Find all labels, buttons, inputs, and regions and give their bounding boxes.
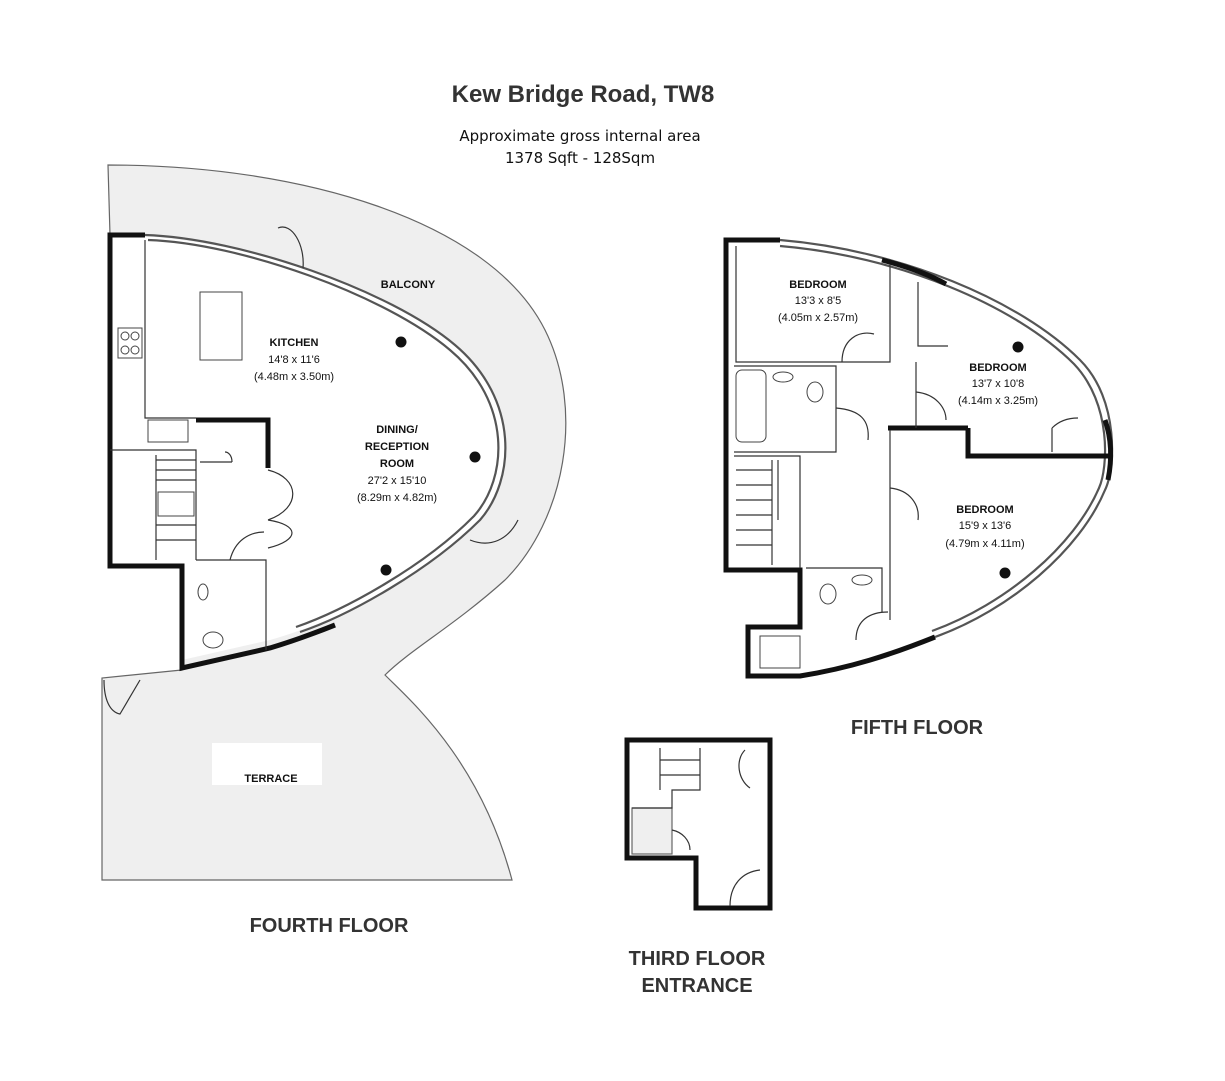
bedroom1-metric: (4.05m x 2.57m) [778, 312, 858, 324]
area-line-2: 1378 Sqft - 128Sqm [505, 149, 655, 167]
bedroom2-label: BEDROOM [969, 362, 1026, 374]
third-floor-walls [624, 737, 773, 911]
bedroom2-metric: (4.14m x 3.25m) [958, 395, 1038, 407]
fifth-floor-window-wall [779, 238, 1114, 639]
double-door [267, 469, 294, 549]
dining-label-3: ROOM [380, 458, 414, 470]
wardrobe-wall [917, 282, 948, 347]
bathroom-toilet [806, 381, 824, 403]
kitchen-sink [147, 419, 189, 443]
wc-toilet [202, 631, 224, 649]
third-floor-label-1: THIRD FLOOR [629, 948, 766, 970]
fourth-floor-plan: BALCONY KITCHEN 14'8 x 11'6 (4.48m x 3.5… [101, 164, 567, 937]
dining-imperial: 27'2 x 15'10 [368, 475, 427, 487]
ensuite-toilet [819, 583, 837, 605]
balcony-label: BALCONY [381, 279, 436, 291]
fourth-floor-walls [107, 232, 336, 672]
dining-metric: (8.29m x 4.82m) [357, 492, 437, 504]
balcony-door-1 [277, 226, 304, 269]
kitchen-counter [144, 240, 196, 419]
fifth-floor-stairs [736, 460, 779, 565]
bedroom3-imperial: 15'9 x 13'6 [959, 520, 1012, 532]
column-3 [380, 564, 392, 576]
bathtub [735, 369, 767, 443]
fifth-floor-plan: BEDROOM 13'3 x 8'5 (4.05m x 2.57m) BEDRO… [723, 237, 1114, 739]
terrace-label-bg [212, 743, 322, 785]
area-line-1: Approximate gross internal area [459, 127, 700, 145]
bedroom2-imperial: 13'7 x 10'8 [972, 378, 1025, 390]
kitchen-imperial: 14'8 x 11'6 [268, 354, 320, 366]
bathroom-walls [734, 365, 837, 453]
balcony-window-wall [144, 233, 507, 634]
entrance-door [729, 869, 761, 907]
bathroom-door [835, 407, 869, 441]
third-floor-door-2 [671, 829, 691, 851]
column-2 [469, 451, 481, 463]
bedroom2-door [915, 391, 947, 421]
column-5b [999, 567, 1011, 579]
bedroom3-door [889, 487, 919, 521]
fifth-floor-window-inner [779, 244, 1107, 633]
kitchen-label: KITCHEN [270, 337, 319, 349]
hob [117, 327, 143, 359]
ensuite-basin [851, 574, 873, 586]
fifth-floor-label: FIFTH FLOOR [851, 717, 984, 739]
hall-door [200, 451, 233, 463]
dining-label-2: RECEPTION [365, 441, 429, 453]
stair-wall [110, 449, 197, 560]
third-floor-plan: THIRD FLOOR ENTRANCE [624, 737, 773, 997]
third-floor-stairs-outline [632, 748, 701, 809]
fifth-floor-wall-segment [881, 257, 948, 287]
third-floor-label-2: ENTRANCE [641, 975, 752, 997]
wardrobe-door [1051, 417, 1079, 452]
column-5a [1012, 341, 1024, 353]
fifth-floor-walls [723, 237, 936, 679]
fourth-floor-label: FOURTH FLOOR [250, 915, 409, 937]
bedroom3-metric: (4.79m x 4.11m) [945, 538, 1024, 550]
bathroom-basin [772, 371, 794, 383]
bedroom1-label: BEDROOM [789, 279, 846, 291]
bedroom1-door [841, 332, 875, 363]
column-1 [395, 336, 407, 348]
wc-door [229, 531, 265, 561]
bedroom1-walls [735, 246, 891, 363]
kitchen-metric: (4.48m x 3.50m) [254, 371, 334, 383]
terrace-label: TERRACE [244, 773, 297, 785]
balcony-window-inner [147, 238, 500, 629]
third-floor-door-1 [738, 749, 751, 789]
ensuite-door [855, 611, 889, 641]
wc-partition [196, 559, 267, 650]
shower-tray [759, 635, 801, 669]
fourth-floor-stairs [155, 455, 196, 560]
balcony-door-2 [469, 519, 519, 544]
bedroom1-imperial: 13'3 x 8'5 [795, 295, 841, 307]
bedroom-partition-wall [965, 428, 1110, 459]
ensuite-walls [806, 567, 883, 612]
wc-basin [197, 583, 209, 601]
fifth-floor-wall-segment-2 [1102, 419, 1114, 481]
dining-label-1: DINING/ [376, 424, 418, 436]
stair-walls-5 [734, 455, 801, 568]
kitchen-island [199, 291, 243, 361]
terrace-door [103, 679, 141, 715]
stair-void [631, 807, 673, 855]
wc-wall [196, 417, 271, 468]
bedroom3-label: BEDROOM [956, 504, 1013, 516]
plan-title: Kew Bridge Road, TW8 [452, 81, 715, 108]
